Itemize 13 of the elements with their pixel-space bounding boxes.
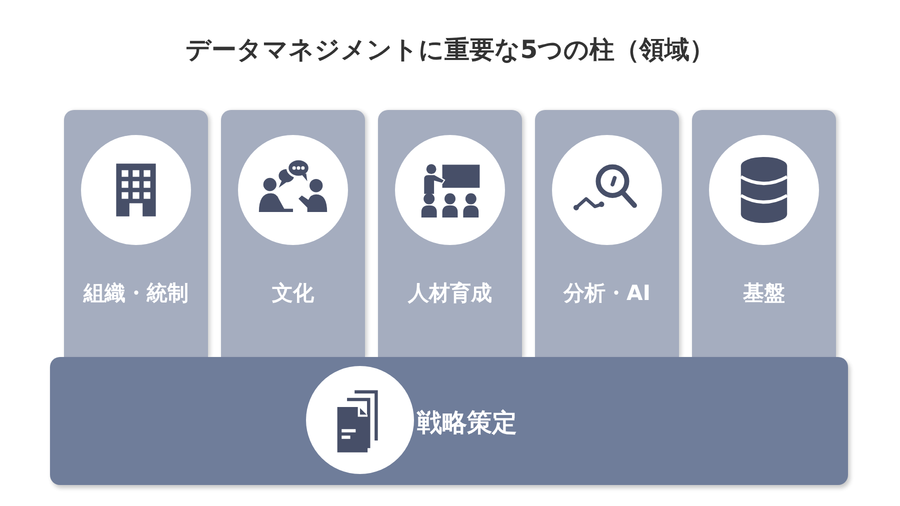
pillar-label: 組織・統制 [84,280,188,307]
pillar-label: 基盤 [743,280,785,307]
pillar-label: 文化 [272,280,314,307]
pillar-label: 人材育成 [408,280,492,307]
pillar-panel [221,110,365,357]
pillar-panel [378,110,522,357]
pillar-panel [535,110,679,357]
pillar-panel [692,110,836,357]
pillar-panel [64,110,208,357]
base-label: 戦略策定 [417,407,517,439]
diagram-title: データマネジメントに重要な5つの柱（領域） [184,34,716,66]
pillar-label: 分析・AI [563,280,651,307]
base-panel [50,357,848,485]
